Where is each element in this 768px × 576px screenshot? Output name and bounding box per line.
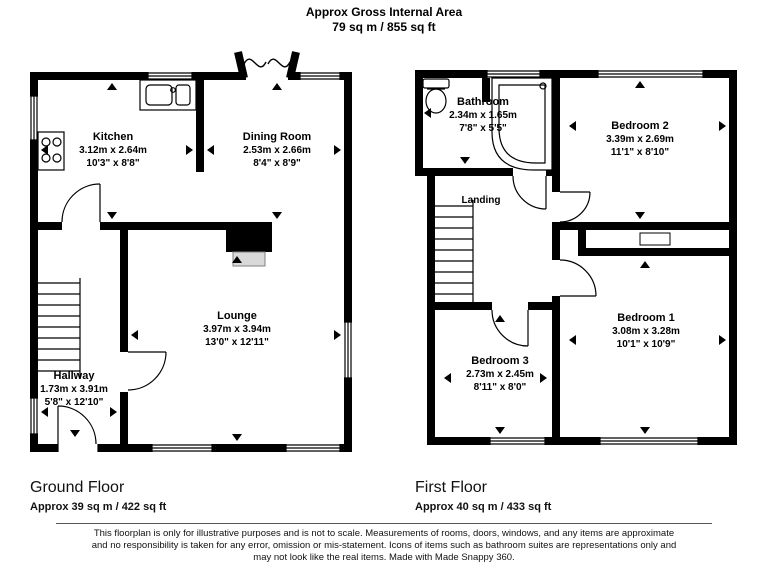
room-label-hallway: Hallway 1.73m x 3.91m 5'8" x 12'10" <box>40 370 108 408</box>
measurement-arrows <box>41 83 341 441</box>
walls <box>415 70 737 445</box>
disclaimer-line-1: This floorplan is only for illustrative … <box>93 528 675 539</box>
first-floor-plan <box>415 70 737 445</box>
room-label-kitchen: Kitchen 3.12m x 2.64m 10'3" x 8'8" <box>79 131 147 169</box>
window <box>299 72 341 80</box>
storage-detail <box>639 232 671 246</box>
window <box>599 437 699 445</box>
ground-floor-label: Ground Floor <box>30 479 125 496</box>
window <box>30 95 38 141</box>
room-label-landing: Landing <box>461 195 501 206</box>
page-title: Approx Gross Internal Area <box>305 5 463 19</box>
sink-icon <box>139 79 197 111</box>
room-label-bedroom-2: Bedroom 2 3.39m x 2.69m 11'1" x 8'10" <box>606 120 674 158</box>
room-label-bedroom-1: Bedroom 1 3.08m x 3.28m 10'1" x 10'9" <box>612 312 680 350</box>
window <box>147 72 193 80</box>
door-arc <box>127 351 167 391</box>
door-arc <box>559 191 591 223</box>
disclaimer-line-2: and no responsibility is taken for any e… <box>91 540 677 551</box>
door-arc <box>61 183 101 223</box>
first-floor-area: Approx 40 sq m / 433 sq ft <box>415 501 552 513</box>
stairs-icon <box>38 278 81 378</box>
measurement-arrows <box>424 81 726 434</box>
stairs-icon <box>435 200 474 304</box>
window <box>597 70 704 78</box>
room-label-lounge: Lounge 3.97m x 3.94m 13'0" x 12'11" <box>203 310 271 348</box>
window <box>151 444 213 452</box>
door-arc <box>512 175 547 210</box>
divider <box>56 523 712 524</box>
door-arc <box>559 259 597 297</box>
window <box>30 397 38 435</box>
window <box>486 70 541 78</box>
room-label-dining-room: Dining Room 2.53m x 2.66m 8'4" x 8'9" <box>242 131 312 169</box>
hob-icon <box>37 131 65 171</box>
first-floor-label: First Floor <box>415 479 487 496</box>
disclaimer-line-3: may not look like the real items. Made w… <box>253 552 515 563</box>
first-floor-caption: First Floor Approx 40 sq m / 433 sq ft <box>415 479 551 513</box>
total-area: 79 sq m / 855 sq ft <box>332 20 436 34</box>
toilet-icon <box>422 78 450 114</box>
bath-icon <box>491 77 553 171</box>
wall-opening <box>234 51 300 79</box>
page-header: Approx Gross Internal Area 79 sq m / 855… <box>0 5 768 34</box>
ground-floor-caption: Ground Floor Approx 39 sq m / 422 sq ft <box>30 479 166 513</box>
room-label-bathroom: Bathroom 2.34m x 1.65m 7'8" x 5'5" <box>449 96 517 134</box>
door-arc <box>491 309 529 347</box>
window <box>285 444 341 452</box>
room-label-bedroom-3: Bedroom 3 2.73m x 2.45m 8'11" x 8'0" <box>466 355 534 393</box>
window <box>489 437 546 445</box>
disclaimer: This floorplan is only for illustrative … <box>0 528 768 564</box>
window <box>344 321 352 379</box>
ground-floor-plan <box>30 51 352 452</box>
door-arc <box>57 405 99 452</box>
ground-floor-area: Approx 39 sq m / 422 sq ft <box>30 501 167 513</box>
